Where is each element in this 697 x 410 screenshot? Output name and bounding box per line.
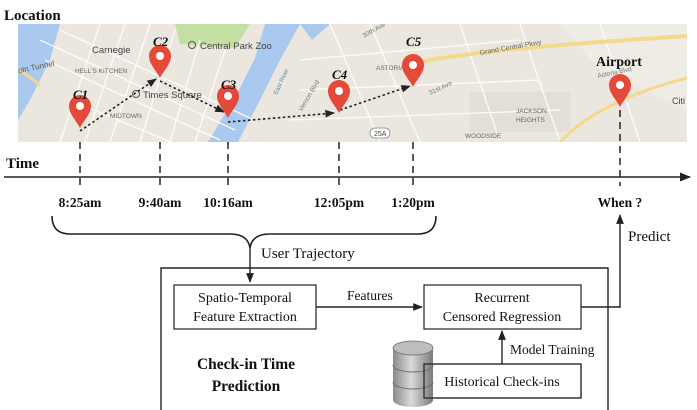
historical-checkins-box-outline (423, 363, 582, 399)
map-label-central-park-zoo: Central Park Zoo (200, 41, 272, 52)
recurrent-box-line2: Censored Regression (443, 310, 562, 325)
map-label-heights: HEIGHTS (516, 117, 546, 124)
airport-label: Airport (596, 55, 642, 70)
map-water-bay (300, 24, 330, 40)
time-tick-c1: 8:25am (59, 195, 102, 210)
pin-label-c1: C1 (73, 87, 88, 102)
map-streets (39, 24, 641, 142)
map-label-hells-kitchen: HELL'S KITCHEN (75, 68, 127, 75)
pin-label-c2: C2 (153, 34, 169, 49)
time-tick-c4: 12:05pm (314, 195, 365, 210)
panel-title-line1: Check-in Time (197, 356, 295, 373)
time-tick-when: When ? (598, 195, 643, 210)
recurrent-regression-box (423, 284, 582, 330)
map-poi-icon-times (132, 90, 140, 98)
map-label-route-25a: 25A (374, 131, 387, 138)
database-icon (392, 340, 434, 407)
pin-c1-icon (69, 95, 91, 128)
time-drop-lines (79, 110, 621, 186)
map-highway-grand-central (419, 34, 687, 64)
user-trajectory-label: User Trajectory (261, 246, 355, 262)
map-label-carnegie: Carnegie (92, 45, 131, 56)
time-tick-c3: 10:16am (203, 195, 253, 210)
pin-c2-icon (149, 45, 171, 78)
map-highway-tunnel (18, 68, 42, 88)
predict-arrow (581, 214, 624, 308)
time-tick-c5: 1:20pm (391, 195, 435, 210)
pin-label-c3: C3 (221, 77, 237, 92)
pin-label-c5: C5 (406, 34, 422, 49)
map-route-shield (369, 127, 391, 139)
panel-title-line2: Prediction (212, 378, 281, 395)
pin-c4-icon (328, 80, 350, 113)
feature-box-line2: Feature Extraction (193, 310, 297, 325)
map-label-times-square: Times Square (143, 90, 202, 101)
feature-box-line1: Spatio-Temporal (198, 291, 292, 306)
model-training-label: Model Training (510, 342, 595, 357)
map-label-midtown: MIDTOWN (110, 113, 142, 120)
map-highway-2 (558, 76, 687, 142)
pin-c3-icon (217, 85, 239, 118)
pin-c5-icon (402, 54, 424, 87)
checkin-pins (69, 45, 631, 128)
time-tick-c2: 9:40am (139, 195, 182, 210)
pin-airport-icon (609, 74, 631, 107)
trajectory-path (79, 78, 411, 132)
map-label-jackson: JACKSON (516, 108, 547, 115)
time-label: Time (6, 156, 39, 172)
features-label: Features (347, 288, 393, 303)
map: Lincoln Tunnel Carnegie Central Park Zoo… (18, 24, 687, 142)
historical-box-label: Historical Check-ins (444, 375, 559, 390)
map-label-city: Citi (672, 96, 685, 106)
map-water-hudson (18, 24, 60, 120)
time-ticks: 8:25am 9:40am 10:16am 12:05pm 1:20pm Whe… (59, 195, 643, 210)
predict-label: Predict (628, 229, 671, 245)
recurrent-box-line1: Recurrent (474, 291, 529, 306)
map-label-astoria: ASTORIA (376, 65, 405, 72)
pin-labels: C1 C2 C3 C4 C5 (73, 34, 422, 102)
map-label-woodside: WOODSIDE (465, 133, 502, 140)
map-poi-icon (188, 41, 196, 49)
location-label: Location (4, 8, 61, 24)
trajectory-brace (51, 215, 437, 249)
prediction-panel (160, 267, 609, 410)
pin-label-c4: C4 (332, 67, 348, 82)
map-water-inlet (18, 70, 40, 96)
